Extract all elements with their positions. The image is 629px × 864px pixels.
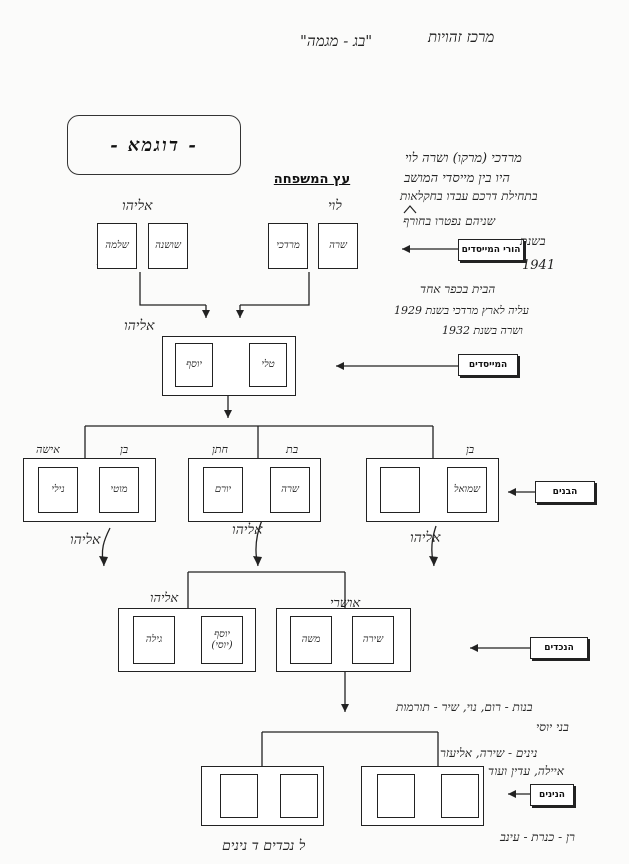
card-grandparent-left-1: שלמה	[97, 223, 137, 269]
note-5: בשנת	[520, 234, 546, 248]
header-center-name: מרכז זהויות	[428, 28, 495, 46]
note-12: נינים - שירה, אליעזר	[440, 746, 538, 760]
card-grandparent-left-2: שושנה	[148, 223, 188, 269]
note-7: הבית בכפר אחד	[420, 282, 496, 296]
card-child-mid-2: שרה	[270, 467, 310, 513]
card-great-grandchild-right-2	[441, 774, 479, 818]
card-founder-1: יוסף	[175, 343, 213, 387]
card-great-grandchild-left-1	[220, 774, 258, 818]
card-child-mid-1: יורם	[203, 467, 243, 513]
label-grandchildren: הנכדים	[530, 637, 588, 659]
card-child-left-1: נילי	[38, 467, 78, 513]
note-8: עליה לארץ מרדכי בשנת 1929	[394, 304, 529, 317]
name-child-left: אליהו	[70, 532, 101, 548]
note-4: שניהם נפטרו בחורף	[403, 214, 496, 228]
note-9: ושרה בשנת 1932	[442, 324, 523, 337]
card-child-right-2: שמואל	[447, 467, 487, 513]
card-grandchild-right-1: משה	[290, 616, 332, 664]
card-grandchild-left-2: יוסף (יוסי)	[201, 616, 243, 664]
example-label: - דוגמא -	[110, 134, 198, 156]
note-11: בני יוסי	[536, 720, 569, 734]
name-right-parents: לוי	[328, 198, 342, 214]
note-1: מרדכי (מרקו) ושרה לוי	[405, 151, 522, 166]
example-box: - דוגמא -	[67, 115, 241, 175]
card-child-left-2: מוטי	[99, 467, 139, 513]
name-grandchild-right: אושרי	[330, 596, 361, 611]
label-great-grandchildren: הנינים	[530, 784, 574, 806]
note-2: היו בין מייסדי המושב	[404, 171, 510, 186]
name-grandchild-left: אליהו	[150, 591, 179, 606]
label-founders-parents: הורי המייסדים	[458, 239, 524, 261]
name-left-parents: אליהו	[122, 198, 153, 214]
card-great-grandchild-right-1	[377, 774, 415, 818]
note-10: בנות - רום, נוי, שיר - תורמות	[396, 700, 533, 714]
card-child-right-1	[380, 467, 420, 513]
note-3: בתחילת דרכם עבדו בחקלאות	[400, 189, 538, 203]
card-grandparent-right-1: מרדכי	[268, 223, 308, 269]
card-great-grandchild-left-2	[280, 774, 318, 818]
name-child-mid: אליהו	[232, 522, 263, 538]
note-15: ל נכדים ד נינים	[222, 838, 306, 854]
name-founders: אליהו	[124, 318, 155, 334]
header-grade: "בג - מגמה"	[300, 32, 373, 50]
card-grandchild-left-1: גילה	[133, 616, 175, 664]
note-14: רן - כנרת - עינב	[500, 830, 575, 844]
tag-daughter-mid: בת	[286, 443, 299, 456]
card-founder-2: טלי	[249, 343, 287, 387]
card-grandchild-right-2: שירה	[352, 616, 394, 664]
label-founders: המייסדים	[458, 354, 518, 376]
name-child-right: אליהו	[410, 530, 441, 546]
tree-title: עץ המשפחה	[273, 172, 351, 187]
note-13: איילה, עדין ועוד	[488, 764, 564, 778]
tag-son-left: בן	[120, 443, 129, 456]
tag-son-in-law-mid: חתן	[212, 443, 229, 456]
card-grandparent-right-2: שרה	[318, 223, 358, 269]
tag-wife-left: אישה	[36, 443, 60, 456]
label-children: הבנים	[535, 481, 595, 503]
tag-son-right: בן	[466, 443, 475, 456]
note-6: 1941	[522, 258, 556, 273]
